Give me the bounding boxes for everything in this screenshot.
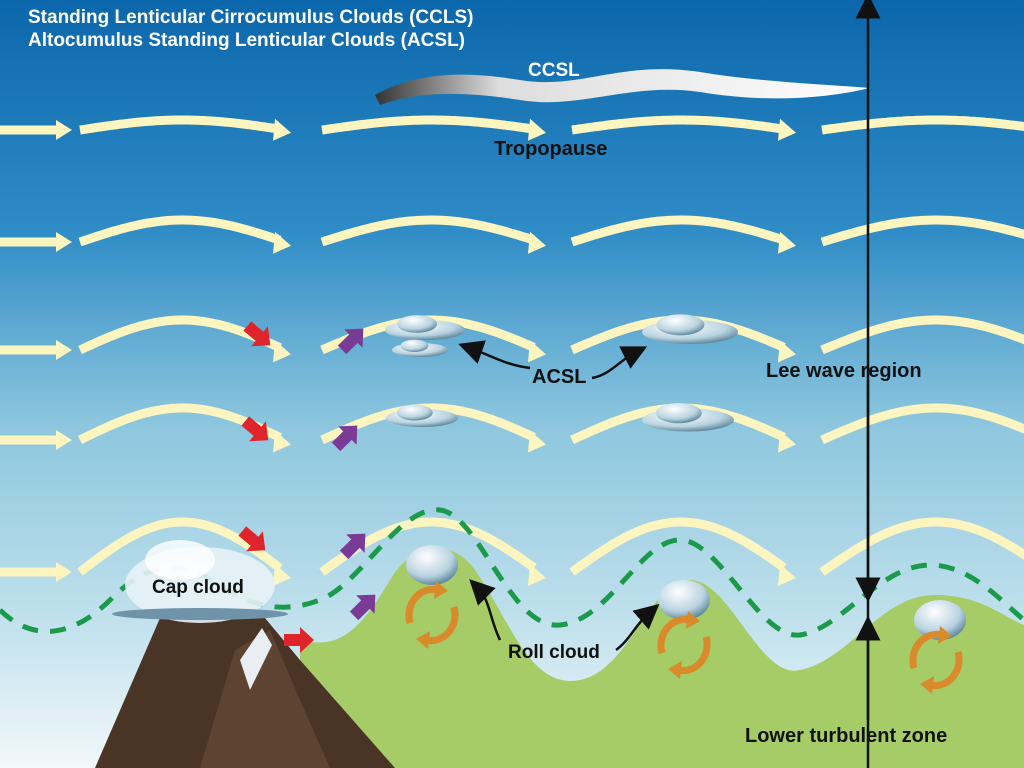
downdraft-arrow-icon — [284, 627, 314, 653]
wind-arrow-row — [0, 215, 1024, 254]
roll-cloud-label: Roll cloud — [508, 642, 600, 663]
roll-cloud-pointer-left — [469, 579, 502, 641]
rotor-circulation-icon — [405, 581, 459, 649]
cap-cloud — [112, 540, 288, 623]
acsl-pointer-right — [591, 346, 648, 380]
mountain — [95, 612, 395, 768]
title-line-1: Standing Lenticular Cirrocumulus Clouds … — [28, 7, 474, 28]
acsl-pointer-left — [458, 340, 531, 370]
lower-turbulent-zone-label: Lower turbulent zone — [745, 725, 948, 747]
downdraft-arrow-icon — [241, 416, 269, 442]
acsl-label: ACSL — [532, 366, 587, 388]
roll-cloud-pointer-right — [615, 603, 660, 652]
rotor-circulation-icon — [909, 626, 963, 694]
roll-cloud — [658, 580, 710, 620]
wind-arrow-row — [0, 115, 1024, 141]
acsl-cloud — [642, 402, 734, 432]
acsl-cloud — [385, 315, 465, 340]
ccsl-cloud — [375, 69, 870, 105]
updraft-arrow-icon — [331, 425, 358, 452]
acsl-cloud — [642, 314, 738, 344]
roll-cloud — [406, 545, 458, 585]
tropopause-label: Tropopause — [494, 138, 608, 160]
lee-wave-region-label: Lee wave region — [766, 360, 922, 382]
acsl-cloud — [386, 404, 458, 427]
roll-cloud — [914, 600, 966, 640]
downdraft-arrow-icon — [243, 321, 271, 347]
updraft-arrow-icon — [349, 594, 376, 621]
updraft-arrow-icon — [339, 533, 366, 560]
title-line-2: Altocumulus Standing Lenticular Clouds (… — [28, 30, 465, 51]
rotor-circulation-icon — [657, 611, 711, 679]
updraft-arrow-icon — [337, 328, 364, 355]
acsl-cloud — [392, 339, 448, 357]
ccsl-label: CCSL — [528, 60, 580, 81]
downdraft-arrow-icon — [238, 526, 266, 552]
cap-cloud-label: Cap cloud — [152, 577, 244, 598]
